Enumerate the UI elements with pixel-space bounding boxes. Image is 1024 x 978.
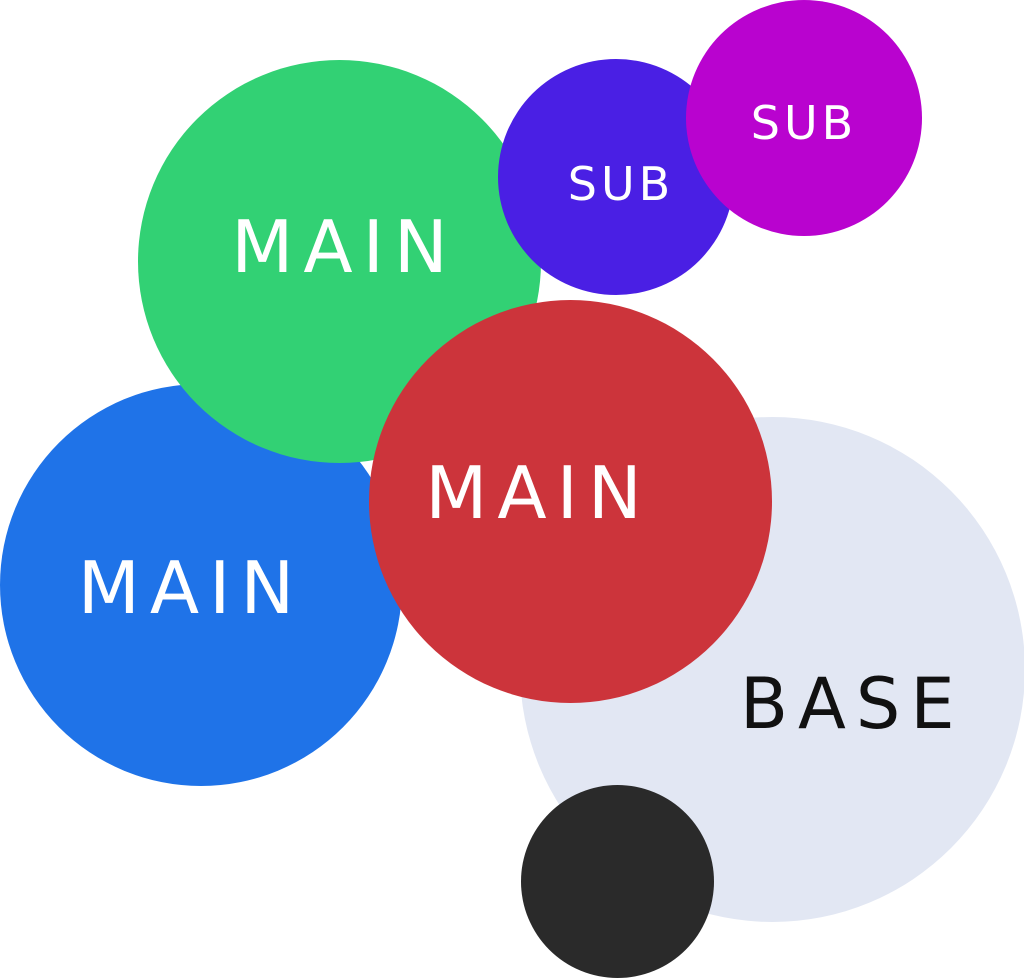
black-circle [521,785,714,978]
main-circle-red-label: MAIN [425,450,652,535]
main-circle-green-label: MAIN [231,204,458,289]
base-circle-label: BASE [740,663,965,745]
main-circle-blue-label: MAIN [77,546,305,630]
sub-circle-magenta-label: SUB [750,96,858,150]
sub-circle-magenta: SUB [686,0,922,236]
sub-circle-indigo-label: SUB [567,157,675,211]
main-circle-red: MAIN [369,300,772,703]
